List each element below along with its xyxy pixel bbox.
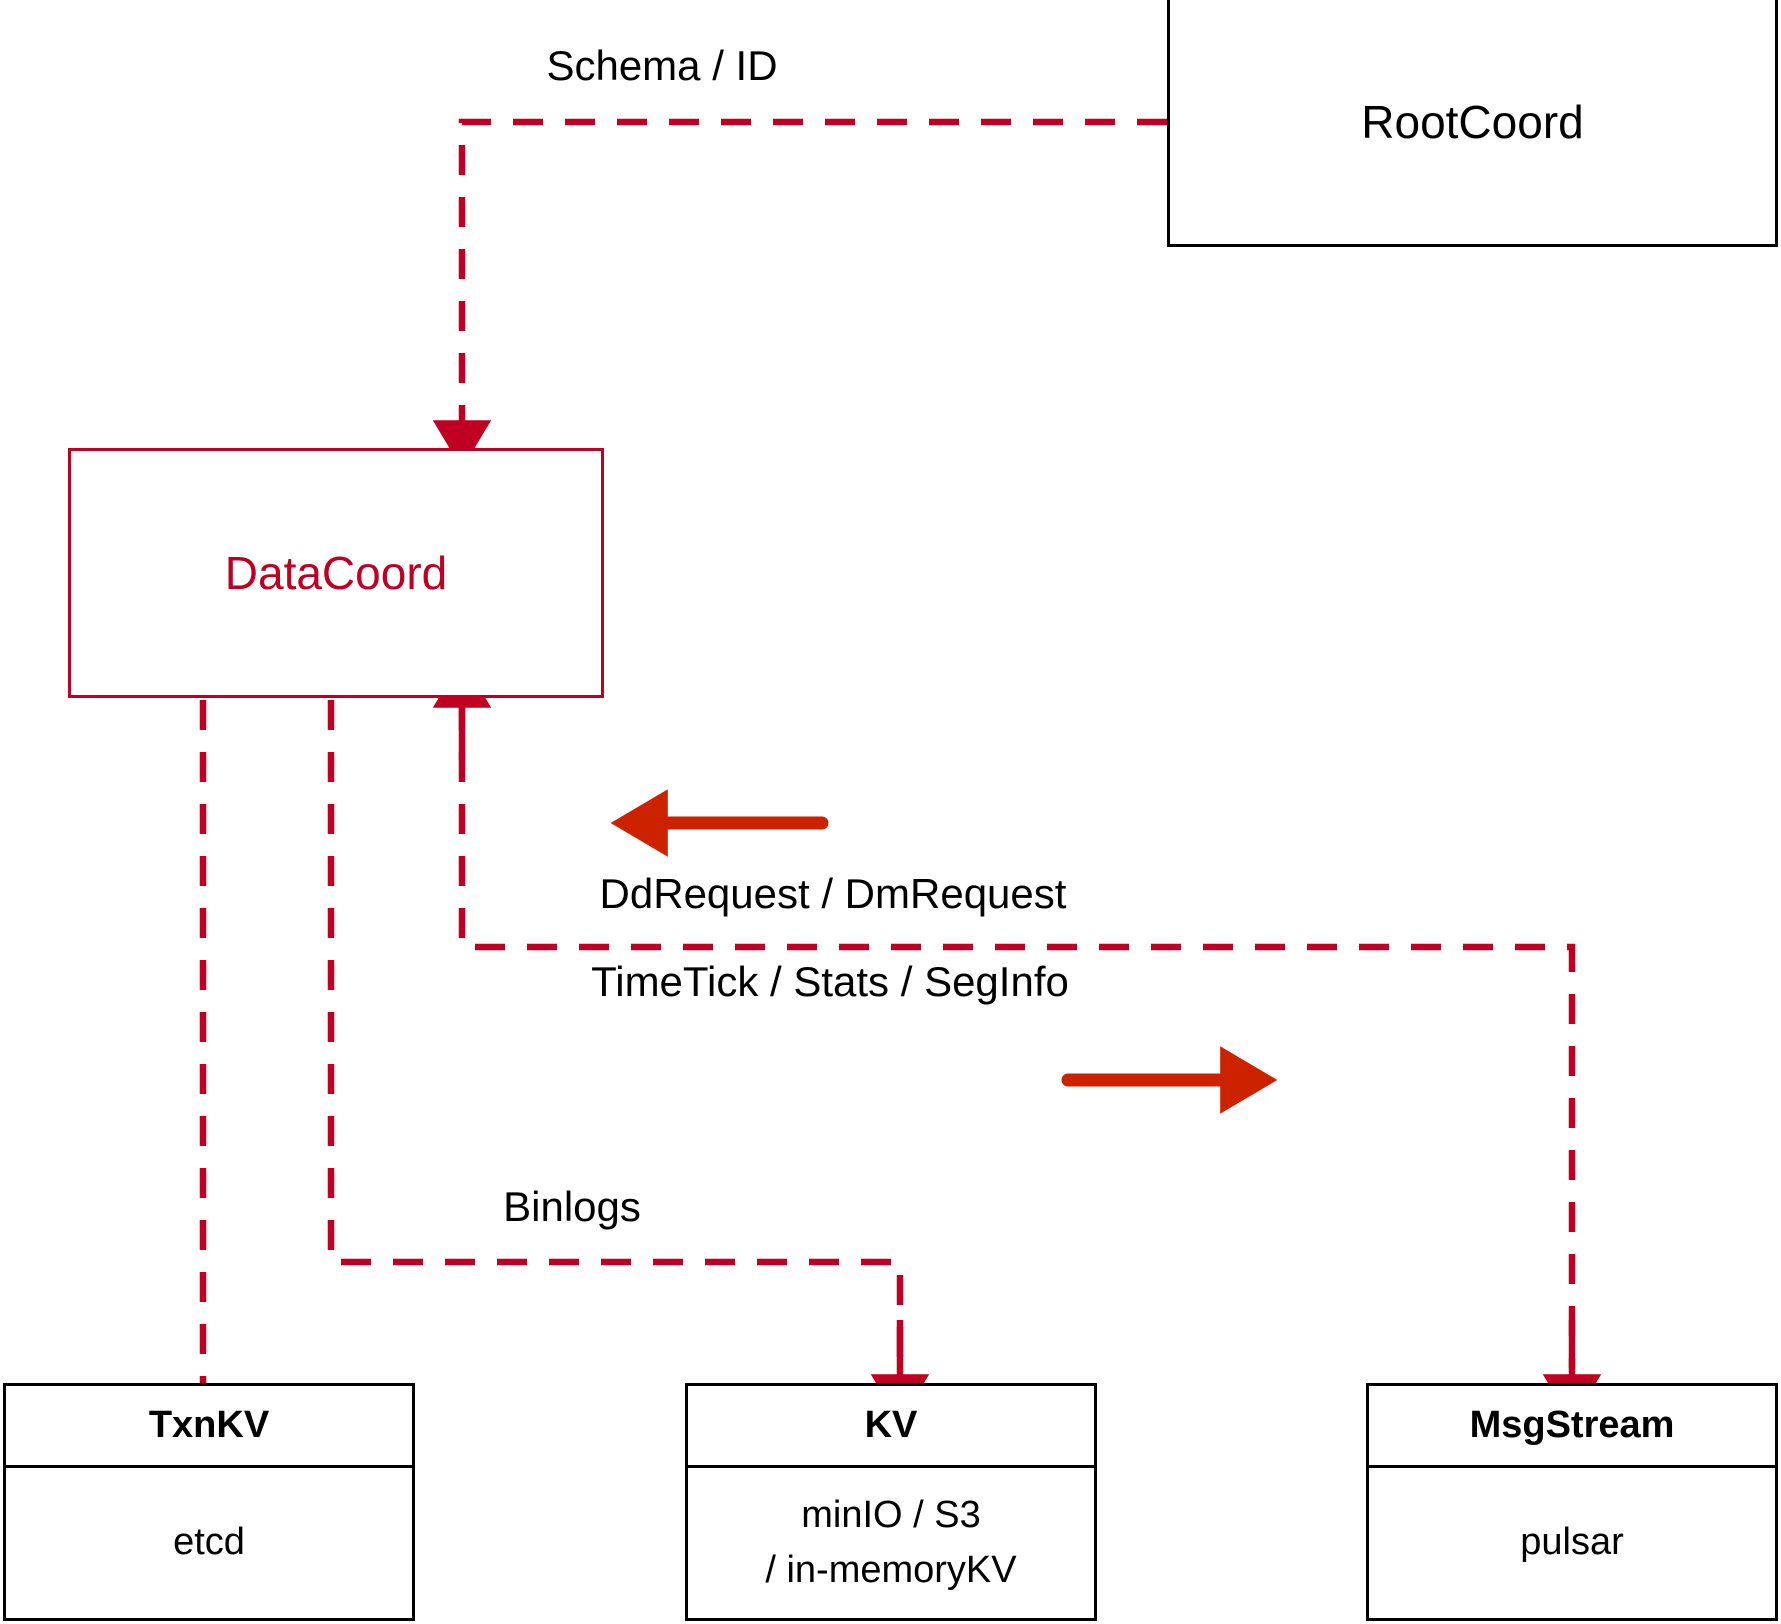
node-msgstream-title: MsgStream xyxy=(1469,1404,1675,1446)
node-rootcoord[interactable]: RootCoord xyxy=(1167,0,1778,247)
node-txnkv-header: TxnKV xyxy=(6,1386,412,1468)
node-kv-header: KV xyxy=(688,1386,1094,1468)
node-msgstream-header: MsgStream xyxy=(1369,1386,1775,1468)
node-msgstream-body-line-1: pulsar xyxy=(1520,1521,1624,1564)
node-txnkv[interactable]: TxnKV etcd xyxy=(3,1383,415,1621)
node-datacoord-title: DataCoord xyxy=(224,547,448,599)
edge-rootcoord-to-datacoord xyxy=(432,118,1167,469)
node-kv[interactable]: KV minIO / S3 / in-memoryKV xyxy=(685,1383,1097,1621)
edge-label-dd-dm-request: DdRequest / DmRequest xyxy=(599,870,1067,917)
node-datacoord[interactable]: DataCoord xyxy=(68,448,604,698)
node-kv-body-line-1: minIO / S3 xyxy=(801,1493,981,1536)
node-txnkv-body: etcd xyxy=(6,1468,412,1618)
node-msgstream-body: pulsar xyxy=(1369,1468,1775,1618)
node-txnkv-title: TxnKV xyxy=(148,1404,270,1446)
node-kv-body: minIO / S3 / in-memoryKV xyxy=(688,1468,1094,1618)
node-txnkv-body-line-1: etcd xyxy=(173,1521,245,1564)
edge-label-schema-id: Schema / ID xyxy=(546,42,778,89)
edge-datacoord-to-kv xyxy=(327,700,904,1368)
edge-label-timetick-stats-seginfo: TimeTick / Stats / SegInfo xyxy=(591,958,1069,1005)
edge-label-binlogs: Binlogs xyxy=(503,1183,641,1230)
node-kv-body-line-2: / in-memoryKV xyxy=(765,1549,1017,1591)
node-rootcoord-title: RootCoord xyxy=(1361,96,1584,148)
node-msgstream[interactable]: MsgStream pulsar xyxy=(1366,1383,1778,1621)
node-kv-title: KV xyxy=(864,1404,918,1446)
edge-datacoord-msgstream-bus xyxy=(458,700,1576,1368)
